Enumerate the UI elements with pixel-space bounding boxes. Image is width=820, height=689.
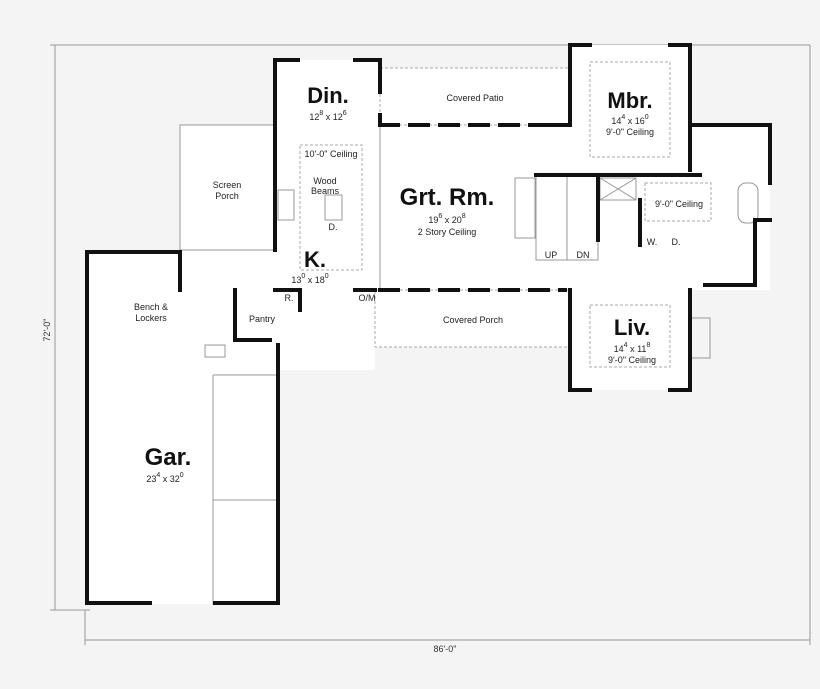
overall-width-label: 86'-0" bbox=[434, 644, 457, 654]
svg-text:Liv.: Liv. bbox=[614, 315, 650, 340]
svg-text:K.: K. bbox=[304, 247, 326, 272]
pantry-label: Pantry bbox=[249, 314, 276, 324]
svg-text:10'-0" Ceiling: 10'-0" Ceiling bbox=[305, 149, 358, 159]
screen-porch-label: Screen Porch bbox=[213, 180, 242, 201]
svg-text:234 x 320: 234 x 320 bbox=[146, 472, 183, 484]
oven-microwave-label: O/M bbox=[359, 293, 376, 303]
overall-depth-label: 72'-0" bbox=[42, 319, 52, 342]
room-gar: Gar. 234 x 320 bbox=[145, 444, 192, 484]
svg-text:Wood: Wood bbox=[313, 176, 336, 186]
room-grt-rm: Grt. Rm. 196 x 208 2 Story Ceiling bbox=[400, 184, 495, 237]
svg-text:D.: D. bbox=[329, 222, 338, 232]
svg-text:Beams: Beams bbox=[311, 186, 340, 196]
interior-lines bbox=[179, 61, 759, 605]
room-din: Din. 128 x 126 bbox=[307, 83, 349, 122]
svg-text:144 x 118: 144 x 118 bbox=[614, 342, 651, 354]
stairs-down-label: DN bbox=[577, 250, 590, 260]
covered-porch-label: Covered Porch bbox=[443, 315, 503, 325]
svg-text:196 x 208: 196 x 208 bbox=[428, 213, 465, 225]
svg-text:Lockers: Lockers bbox=[135, 313, 167, 323]
svg-text:9'-0" Ceiling: 9'-0" Ceiling bbox=[606, 127, 654, 137]
covered-patio-label: Covered Patio bbox=[446, 93, 503, 103]
svg-text:Screen: Screen bbox=[213, 180, 242, 190]
room-k: 10'-0" Ceiling Wood Beams D. K. 130 x 18… bbox=[291, 149, 357, 285]
room-mbr: Mbr. 144 x 160 9'-0" Ceiling bbox=[606, 88, 654, 137]
bath-ceiling-label: 9'-0" Ceiling bbox=[655, 199, 703, 209]
stairs-up-label: UP bbox=[545, 250, 558, 260]
svg-text:Porch: Porch bbox=[215, 191, 239, 201]
svg-text:130 x 180: 130 x 180 bbox=[291, 273, 328, 285]
svg-text:144 x 160: 144 x 160 bbox=[611, 114, 648, 126]
washer-label: W. bbox=[647, 237, 658, 247]
dryer-label: D. bbox=[672, 237, 681, 247]
svg-text:9'-0" Ceiling: 9'-0" Ceiling bbox=[608, 355, 656, 365]
svg-text:Din.: Din. bbox=[307, 83, 349, 108]
svg-text:2 Story Ceiling: 2 Story Ceiling bbox=[418, 227, 477, 237]
svg-text:Grt. Rm.: Grt. Rm. bbox=[400, 184, 495, 211]
dimension-lines: 72'-0" 86'-0" bbox=[42, 44, 811, 654]
svg-text:128 x 126: 128 x 126 bbox=[309, 110, 346, 122]
floor-area bbox=[87, 45, 770, 604]
refrigerator-label: R. bbox=[285, 293, 294, 303]
svg-text:Bench &: Bench & bbox=[134, 302, 168, 312]
room-liv: Liv. 144 x 118 9'-0" Ceiling bbox=[608, 315, 656, 365]
svg-text:Mbr.: Mbr. bbox=[607, 88, 652, 113]
walls bbox=[85, 43, 772, 605]
bench-lockers-label: Bench & Lockers bbox=[134, 302, 168, 323]
svg-text:Gar.: Gar. bbox=[145, 444, 192, 471]
